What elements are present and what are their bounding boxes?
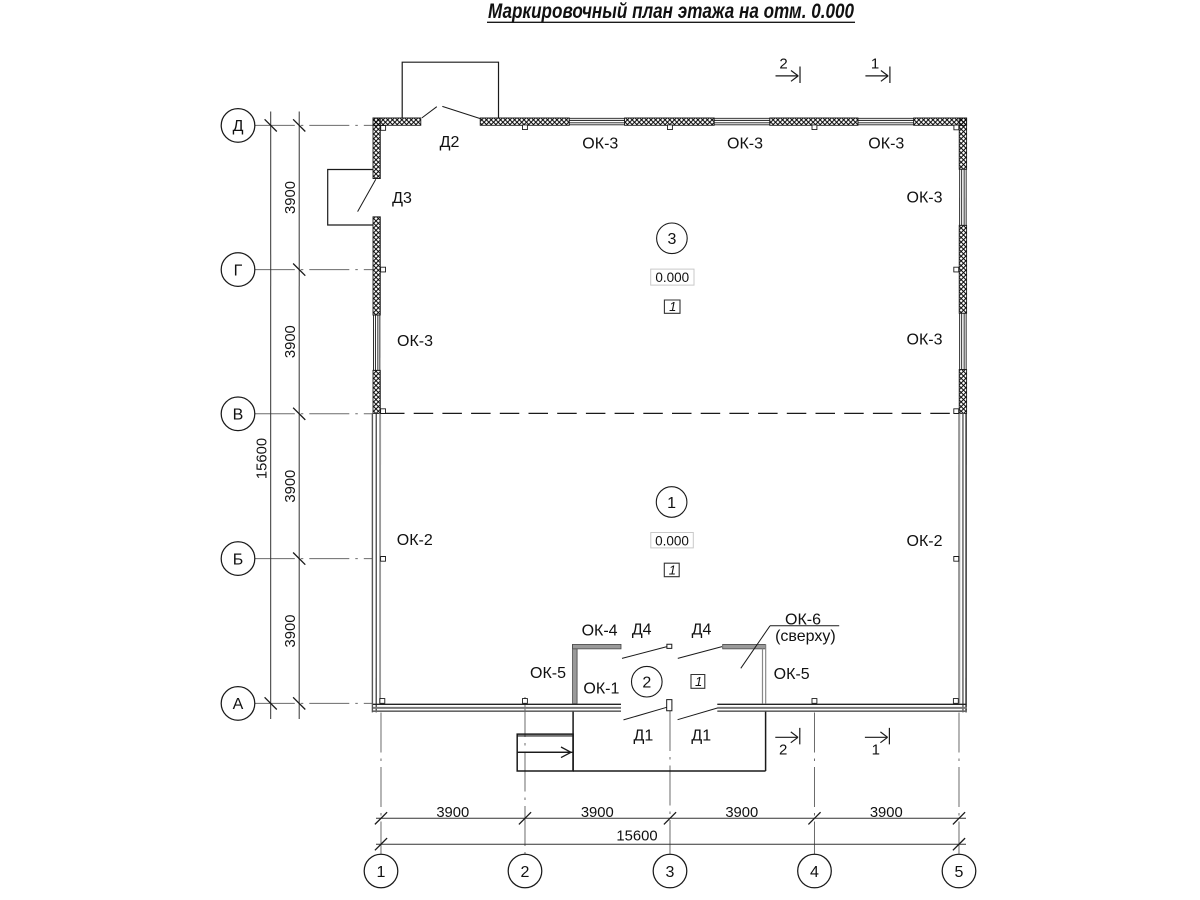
svg-text:ОК-2: ОК-2 bbox=[397, 532, 433, 549]
svg-text:2: 2 bbox=[642, 675, 651, 692]
svg-text:3900: 3900 bbox=[581, 805, 614, 821]
svg-text:Д3: Д3 bbox=[392, 190, 412, 207]
svg-text:А: А bbox=[233, 696, 244, 713]
svg-text:(сверху): (сверху) bbox=[775, 628, 836, 645]
svg-text:2: 2 bbox=[779, 55, 787, 72]
svg-text:Д1: Д1 bbox=[691, 728, 711, 745]
svg-text:Д4: Д4 bbox=[692, 621, 712, 638]
svg-text:ОК-3: ОК-3 bbox=[907, 331, 943, 348]
svg-text:2: 2 bbox=[779, 741, 787, 758]
svg-text:3900: 3900 bbox=[283, 615, 299, 648]
svg-text:1: 1 bbox=[695, 674, 702, 689]
svg-text:3900: 3900 bbox=[283, 470, 299, 503]
svg-text:5: 5 bbox=[955, 864, 964, 881]
svg-text:3900: 3900 bbox=[283, 181, 299, 214]
svg-text:Б: Б bbox=[233, 551, 244, 568]
svg-text:Маркировочный план этажа на от: Маркировочный план этажа на отм. 0.000 bbox=[488, 0, 854, 23]
svg-text:В: В bbox=[233, 407, 244, 424]
svg-text:3900: 3900 bbox=[436, 805, 469, 821]
svg-text:15600: 15600 bbox=[254, 438, 270, 479]
svg-text:1: 1 bbox=[871, 55, 879, 72]
svg-text:Д: Д bbox=[233, 118, 244, 135]
svg-text:Д2: Д2 bbox=[440, 134, 460, 151]
svg-text:4: 4 bbox=[810, 864, 819, 881]
svg-text:2: 2 bbox=[521, 864, 530, 881]
svg-text:ОК-5: ОК-5 bbox=[530, 665, 566, 682]
svg-text:3900: 3900 bbox=[870, 805, 903, 821]
svg-text:1: 1 bbox=[669, 299, 676, 314]
svg-text:3: 3 bbox=[667, 231, 676, 248]
svg-text:3: 3 bbox=[666, 864, 675, 881]
svg-text:ОК-3: ОК-3 bbox=[397, 333, 433, 350]
svg-text:1: 1 bbox=[377, 864, 386, 881]
svg-text:1: 1 bbox=[872, 742, 880, 759]
svg-text:Д1: Д1 bbox=[634, 728, 654, 745]
svg-text:ОК-3: ОК-3 bbox=[907, 189, 943, 206]
svg-text:ОК-6: ОК-6 bbox=[785, 611, 821, 628]
svg-text:3900: 3900 bbox=[283, 325, 299, 358]
svg-text:15600: 15600 bbox=[616, 829, 657, 845]
svg-text:ОК-5: ОК-5 bbox=[774, 666, 810, 683]
svg-text:0.000: 0.000 bbox=[655, 533, 689, 548]
svg-text:ОК-1: ОК-1 bbox=[583, 680, 619, 697]
svg-text:Д4: Д4 bbox=[632, 621, 652, 638]
svg-text:ОК-3: ОК-3 bbox=[727, 135, 763, 152]
svg-text:ОК-4: ОК-4 bbox=[582, 622, 618, 639]
svg-text:ОК-3: ОК-3 bbox=[868, 135, 904, 152]
svg-text:ОК-3: ОК-3 bbox=[582, 135, 618, 152]
svg-text:1: 1 bbox=[669, 562, 676, 577]
svg-text:1: 1 bbox=[667, 495, 676, 512]
svg-text:ОК-2: ОК-2 bbox=[906, 533, 942, 550]
svg-text:3900: 3900 bbox=[725, 805, 758, 821]
svg-text:0.000: 0.000 bbox=[655, 270, 689, 285]
svg-text:Г: Г bbox=[234, 262, 243, 279]
